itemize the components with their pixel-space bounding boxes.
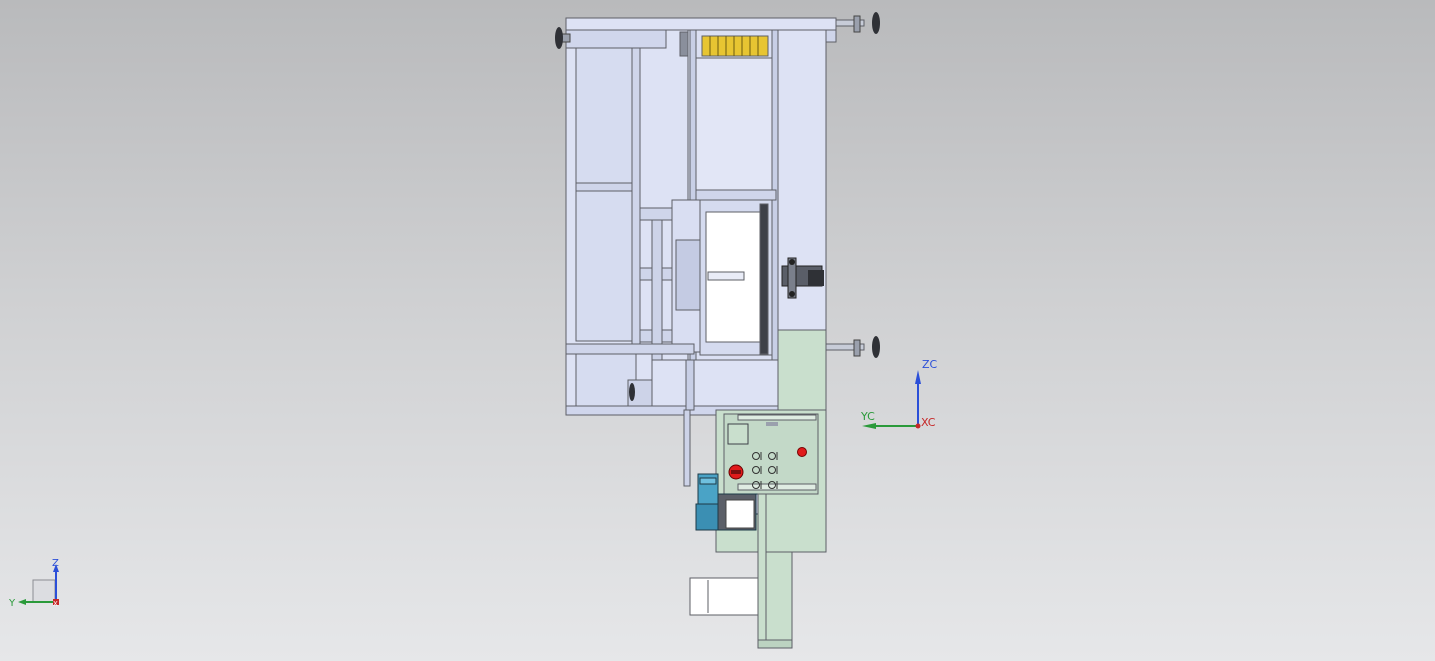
side-guard-panel [777,329,827,411]
machine-frame [565,17,837,487]
selector-switches [752,452,778,489]
view-triad[interactable]: Z Y X [8,558,59,609]
x-label: X [53,600,58,608]
zc-label: ZC [922,358,938,371]
z-label: Z [52,558,59,569]
display-screen [727,423,749,445]
gripper-assembly [781,257,824,299]
y-label: Y [8,598,16,609]
leveling-foot-top-right [835,12,880,34]
leveling-foot-bottom-left [629,383,635,401]
base-box [689,577,759,616]
leveling-foot-top-left [555,27,571,49]
xc-origin [915,423,921,429]
support-leg [757,493,793,649]
emergency-stop-button [728,464,744,480]
work-coordinate-system[interactable]: ZC YC XC [860,358,938,429]
yc-label: YC [860,410,875,423]
control-panel [715,409,827,553]
xc-label: XC [921,416,936,429]
x-axis-end [53,599,59,605]
red-indicator-light [797,447,807,457]
leveling-foot-bottom-right [825,336,880,358]
